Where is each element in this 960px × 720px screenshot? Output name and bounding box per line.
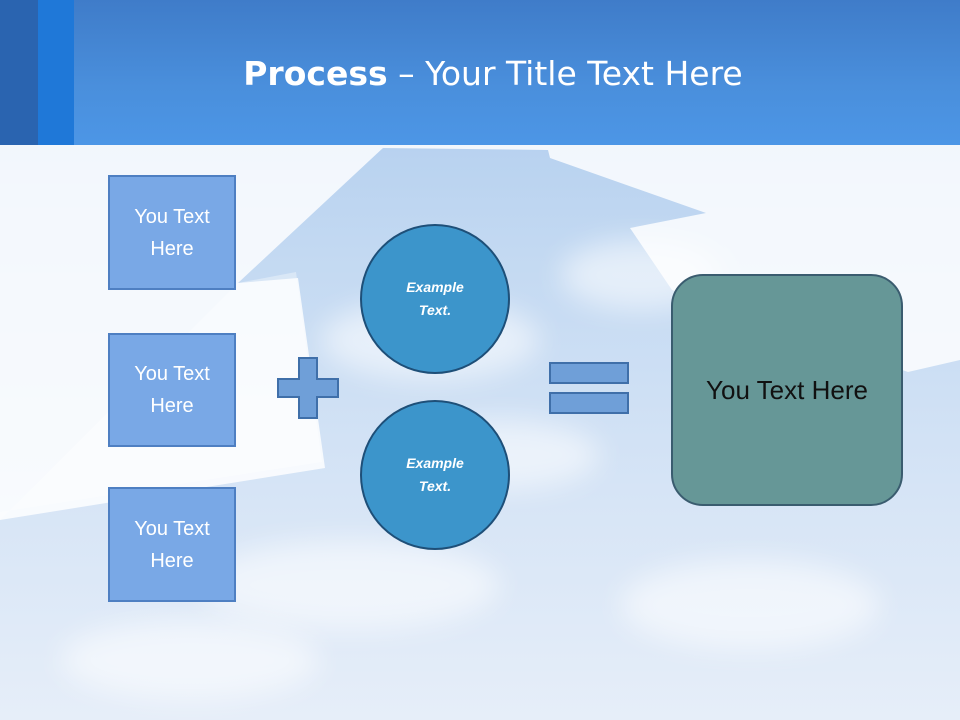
input-box-2: You Text Here [108, 333, 236, 447]
input-box-3: You Text Here [108, 487, 236, 602]
cloud [60, 620, 320, 700]
cloud [620, 560, 880, 650]
circle-label: Example Text. [406, 455, 464, 494]
title-rest: – Your Title Text Here [387, 54, 743, 93]
header-accent-strip [0, 0, 38, 145]
header-accent-strip [38, 0, 74, 145]
input-box-1: You Text Here [108, 175, 236, 290]
circle-label: Example Text. [406, 279, 464, 318]
example-circle-1: Example Text. [360, 224, 510, 374]
title-bar: Process – Your Title Text Here [0, 0, 960, 145]
example-circle-2: Example Text. [360, 400, 510, 550]
title-bold: Process [243, 54, 388, 93]
slide-title: Process – Your Title Text Here [0, 52, 960, 96]
plus-sign-icon [277, 357, 339, 419]
cloud [200, 540, 500, 630]
result-box: You Text Here [671, 274, 903, 506]
equals-sign-icon [549, 362, 629, 414]
